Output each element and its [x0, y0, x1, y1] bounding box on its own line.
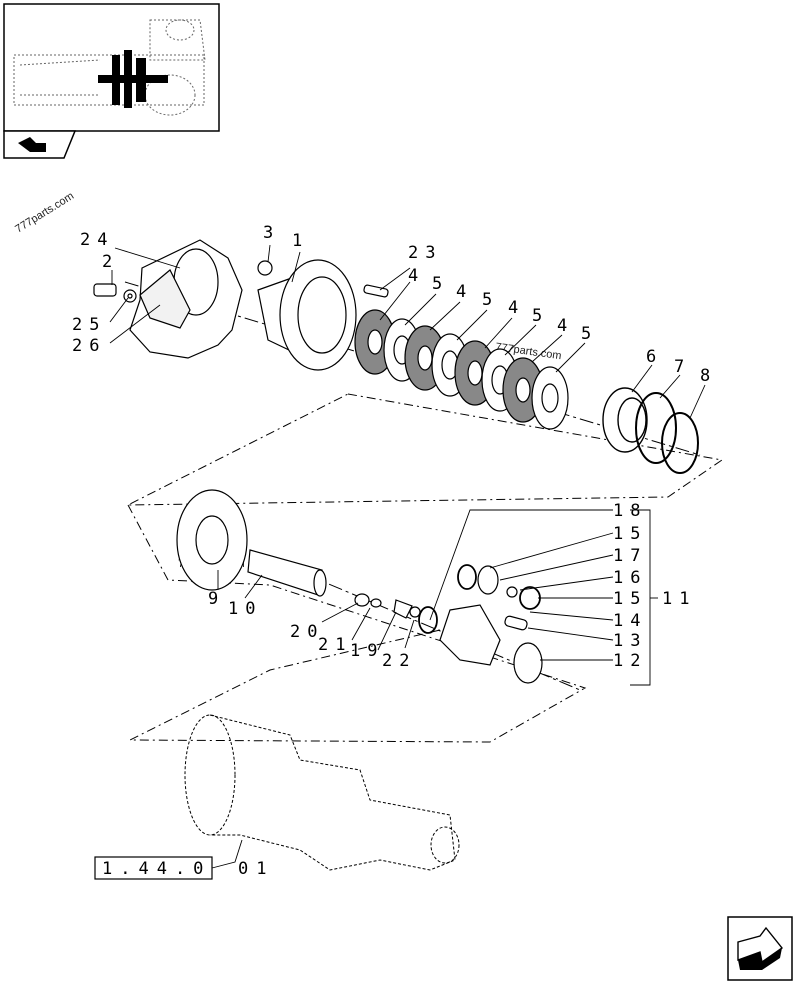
axle-housing[interactable] [184, 714, 460, 871]
disc-stack[interactable] [354, 309, 569, 430]
label-3: 3 [263, 223, 280, 243]
reference-suffix-text: 01 [238, 859, 274, 879]
shaft-10[interactable] [247, 549, 327, 597]
reference-link[interactable]: 1.44.0 01 [94, 856, 274, 880]
bolt-washer[interactable] [93, 283, 137, 303]
watermark-text: 777parts.com [13, 190, 76, 235]
arrow-back-icon[interactable] [18, 137, 46, 152]
label-20: 20 [290, 622, 324, 642]
label-25: 25 [72, 315, 106, 335]
label-15b: 15 [613, 589, 647, 609]
label-4d: 4 [557, 316, 574, 336]
label-7: 7 [674, 357, 691, 377]
label-14: 14 [613, 611, 647, 631]
label-12: 12 [613, 651, 647, 671]
label-5c: 5 [532, 306, 549, 326]
label-13: 13 [613, 631, 647, 651]
label-17: 17 [613, 546, 647, 566]
label-8: 8 [700, 366, 717, 386]
label-19: 19 [350, 641, 384, 661]
shield-plate[interactable] [129, 239, 243, 359]
nut-3[interactable] [257, 260, 273, 276]
label-10: 10 [228, 599, 262, 619]
part-labels: 24 2 25 26 3 1 23 4 5 4 5 4 5 4 5 6 7 8 … [72, 223, 717, 671]
pin-23[interactable] [363, 284, 389, 298]
label-5a: 5 [432, 274, 449, 294]
reference-box-text: 1.44.0 [102, 859, 211, 879]
label-26: 26 [72, 336, 106, 356]
label-5d: 5 [581, 324, 598, 344]
small-parts[interactable] [354, 593, 438, 634]
label-24: 24 [80, 230, 114, 250]
label-18: 18 [613, 501, 647, 521]
label-9: 9 [208, 589, 225, 609]
label-22: 22 [382, 651, 416, 671]
label-6: 6 [646, 347, 663, 367]
label-4a: 4 [408, 266, 425, 286]
diff-case[interactable] [439, 564, 543, 684]
label-4b: 4 [456, 282, 473, 302]
label-21: 21 [318, 635, 352, 655]
label-15a: 15 [613, 524, 647, 544]
label-4c: 4 [508, 298, 525, 318]
label-11: 11 [662, 589, 696, 609]
label-16: 16 [613, 568, 647, 588]
label-1: 1 [292, 231, 309, 251]
label-2: 2 [102, 252, 119, 272]
label-23: 23 [408, 243, 442, 263]
carrier-9[interactable] [176, 489, 248, 591]
brake-housing[interactable] [257, 259, 357, 371]
label-5b: 5 [482, 290, 499, 310]
axle-thumbnail [13, 19, 206, 116]
leader-lines [109, 244, 706, 869]
piston-and-rings[interactable] [602, 387, 699, 474]
highlighted-brake-pack [98, 50, 168, 108]
arrow-forward-icon[interactable] [727, 916, 793, 981]
thumbnail-panel[interactable] [3, 3, 220, 159]
